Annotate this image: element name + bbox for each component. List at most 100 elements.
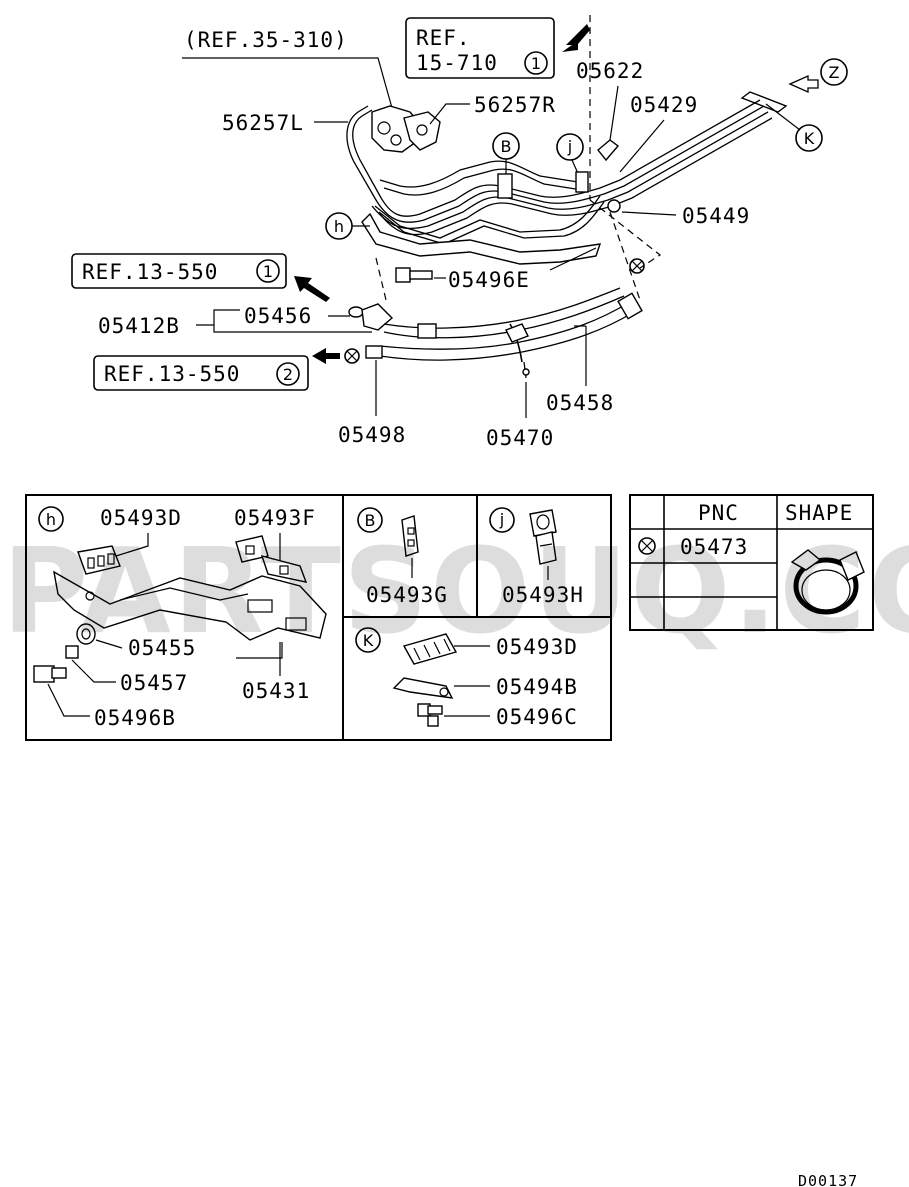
leader-05412B-a xyxy=(196,309,240,326)
circle-x-symbol-icon xyxy=(638,537,656,555)
ref-13-550-2-arrow-icon xyxy=(312,348,340,364)
callout-k-label: K xyxy=(804,129,815,148)
legend-header-shape: SHAPE xyxy=(785,501,853,525)
clip-05493F[interactable] xyxy=(235,535,308,583)
leader-05412B-b xyxy=(213,325,372,333)
label-05493D-h[interactable]: 05493D xyxy=(100,506,182,530)
callout-z-label: Z xyxy=(829,63,840,82)
leader-05455 xyxy=(95,639,123,649)
hose-clip xyxy=(509,323,523,363)
ref-15-710-box[interactable] xyxy=(405,17,555,79)
ref-13-550-1-num: 1 xyxy=(263,262,273,281)
guide-dash-2 xyxy=(375,257,387,301)
ref-13-550-1-arrow-icon xyxy=(294,276,330,302)
ref-35-310-leader xyxy=(182,57,393,109)
hose-clip-body xyxy=(505,323,529,343)
leader-05622 xyxy=(609,85,619,141)
bracket-05431[interactable] xyxy=(53,570,327,641)
proportioning-valve[interactable] xyxy=(371,105,441,153)
label-05496E[interactable]: 05496E xyxy=(448,268,530,292)
bolt-05496C[interactable] xyxy=(417,703,443,727)
clip-05493D-h[interactable] xyxy=(77,545,121,575)
label-05412B[interactable]: 05412B xyxy=(98,314,180,338)
part-05449-shape xyxy=(607,199,621,213)
detail-h-circle[interactable] xyxy=(38,506,64,532)
ref-13-550-2-num-circle xyxy=(276,362,300,386)
label-05622[interactable]: 05622 xyxy=(576,59,644,83)
callout-k-circle[interactable] xyxy=(795,124,823,152)
leader-56257R xyxy=(429,103,470,125)
label-05494B[interactable]: 05494B xyxy=(496,675,578,699)
label-05458[interactable]: 05458 xyxy=(546,391,614,415)
guide-dash-3 xyxy=(609,211,641,301)
clip-b-mark xyxy=(497,173,513,199)
detail-b-circle[interactable] xyxy=(357,507,383,533)
ref-15-710-line2: 15-710 xyxy=(416,51,498,75)
z-arrow-icon xyxy=(788,74,819,94)
diagram-code: D00137 xyxy=(798,1172,858,1187)
leader-05429 xyxy=(619,119,665,173)
hose-clip-pin-head xyxy=(522,368,530,376)
bolt-05496B[interactable] xyxy=(33,665,67,683)
detail-j-circle[interactable] xyxy=(489,507,515,533)
label-05429[interactable]: 05429 xyxy=(630,93,698,117)
label-05493F[interactable]: 05493F xyxy=(234,506,316,530)
flex-hose-assembly[interactable] xyxy=(361,287,643,361)
label-05498[interactable]: 05498 xyxy=(338,423,406,447)
detail-j-label: j xyxy=(499,510,504,529)
ref-13-550-2-label: REF.13-550 xyxy=(104,362,240,386)
label-05496C[interactable]: 05496C xyxy=(496,705,578,729)
legend-header-pnc: PNC xyxy=(698,501,739,525)
label-05431[interactable]: 05431 xyxy=(242,679,310,703)
ref-13-550-1-box[interactable] xyxy=(71,253,287,289)
label-05470[interactable]: 05470 xyxy=(486,426,554,450)
label-05457[interactable]: 05457 xyxy=(120,671,188,695)
watermark: PARTSOUQ.COM xyxy=(2,522,909,660)
legend-row1-pnc[interactable]: 05473 xyxy=(680,535,748,559)
detail-b-label: B xyxy=(365,511,376,530)
callout-z-circle[interactable] xyxy=(820,58,848,86)
bracket-h-shape xyxy=(361,212,602,265)
ref-15-710-num: 1 xyxy=(531,54,541,73)
clip-05493G[interactable] xyxy=(401,515,419,557)
callout-b-label: B xyxy=(501,137,512,156)
leader-05493D-h xyxy=(115,533,149,557)
bolt-05496E[interactable] xyxy=(395,267,433,283)
callout-j-circle[interactable] xyxy=(556,133,584,161)
washer-05455[interactable] xyxy=(76,623,96,645)
k-leader xyxy=(765,103,801,131)
label-05493D-k[interactable]: 05493D xyxy=(496,635,578,659)
leader-05431 xyxy=(236,642,283,659)
label-05455[interactable]: 05455 xyxy=(128,636,196,660)
bracket-05494B[interactable] xyxy=(392,677,454,699)
ref-15-710-arrow-icon xyxy=(562,24,590,52)
label-05496B[interactable]: 05496B xyxy=(94,706,176,730)
ref-13-550-1-label: REF.13-550 xyxy=(82,260,218,284)
leader-05496E-bracket xyxy=(549,247,597,271)
callout-j-label: j xyxy=(567,137,572,156)
leader-05496B xyxy=(47,683,90,717)
ref-13-550-1-num-circle xyxy=(256,259,280,283)
label-05493H[interactable]: 05493H xyxy=(502,583,584,607)
connector-bundle xyxy=(740,91,788,113)
ref-13-550-2-box[interactable] xyxy=(93,355,309,391)
guide-dash-1 xyxy=(589,199,662,269)
nut-05457[interactable] xyxy=(65,645,79,659)
clamp-05473-marker-1 xyxy=(629,258,645,274)
label-56257R[interactable]: 56257R xyxy=(474,93,556,117)
clip-05493D-k[interactable] xyxy=(402,633,458,665)
ref-35-310-label[interactable]: (REF.35-310) xyxy=(184,28,348,52)
detail-h-label: h xyxy=(46,510,56,529)
part-05622-shape xyxy=(597,139,620,162)
part-05456-shape xyxy=(348,306,364,318)
clamp-05473-marker-2 xyxy=(344,348,360,364)
detail-k-circle[interactable] xyxy=(355,627,381,653)
label-56257L[interactable]: 56257L xyxy=(222,111,304,135)
label-05456[interactable]: 05456 xyxy=(244,304,312,328)
legend-table xyxy=(629,494,874,631)
ref-13-550-2-num: 2 xyxy=(283,365,293,384)
label-05493G[interactable]: 05493G xyxy=(366,583,448,607)
label-05449[interactable]: 05449 xyxy=(682,204,750,228)
clip-05493H[interactable] xyxy=(529,509,557,565)
